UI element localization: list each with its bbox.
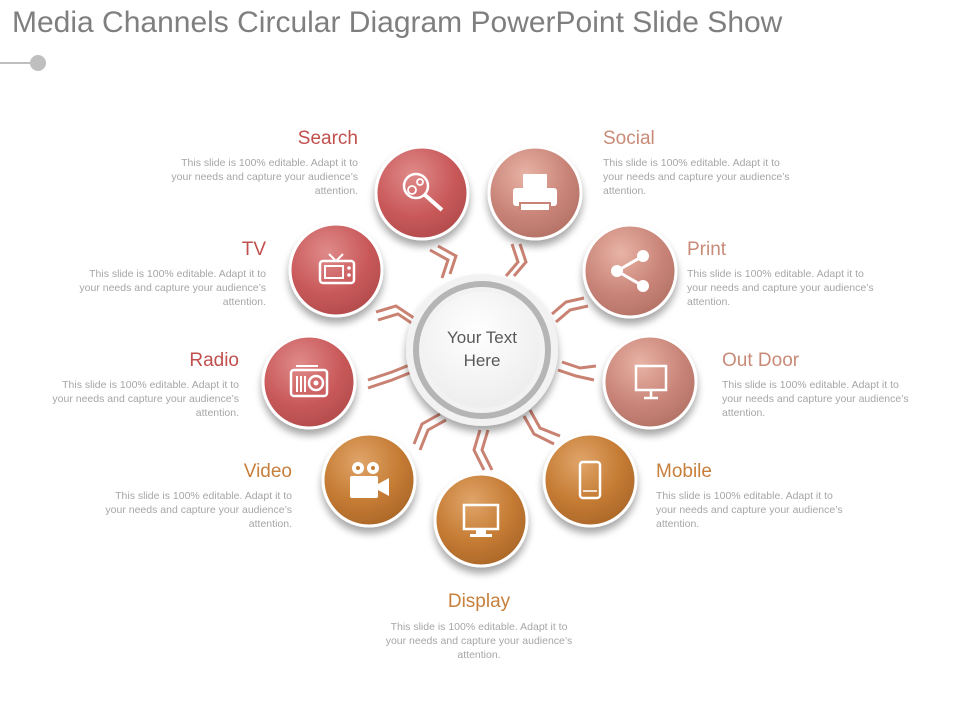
connector-radio xyxy=(367,362,413,390)
camera-icon xyxy=(350,462,389,498)
desc-radio: This slide is 100% editable. Adapt it to… xyxy=(52,379,239,419)
title-decoration xyxy=(0,55,46,71)
label-social: Social xyxy=(603,128,655,149)
connector-tv xyxy=(375,304,417,328)
node-outdoor[interactable] xyxy=(602,334,698,430)
label-print: Print xyxy=(687,239,727,260)
label-mobile: Mobile xyxy=(656,461,712,482)
label-search: Search xyxy=(297,128,358,149)
label-video: Video xyxy=(243,461,292,482)
monitor-icon xyxy=(634,364,668,400)
node-mobile[interactable] xyxy=(542,432,638,528)
share-icon xyxy=(611,250,649,292)
search-icon xyxy=(402,172,444,212)
printer-icon xyxy=(513,174,557,210)
desc-social: This slide is 100% editable. Adapt it to… xyxy=(603,157,790,197)
label-radio: Radio xyxy=(189,350,239,371)
connector-search xyxy=(429,244,458,279)
node-display[interactable] xyxy=(433,472,529,568)
desc-display: This slide is 100% editable. Adapt it to… xyxy=(385,621,573,661)
connector-social xyxy=(504,243,528,277)
connector-print xyxy=(551,296,589,324)
desc-mobile: This slide is 100% editable. Adapt it to… xyxy=(656,490,843,530)
node-social[interactable] xyxy=(487,145,583,241)
connector-group xyxy=(367,243,597,471)
desc-video: This slide is 100% editable. Adapt it to… xyxy=(105,490,292,530)
radio-icon xyxy=(289,365,329,398)
center-hub xyxy=(406,274,558,426)
node-print[interactable] xyxy=(582,223,678,319)
desc-outdoor: This slide is 100% editable. Adapt it to… xyxy=(722,379,909,419)
node-video[interactable] xyxy=(321,432,417,528)
desc-print: This slide is 100% editable. Adapt it to… xyxy=(687,268,874,308)
desc-tv: This slide is 100% editable. Adapt it to… xyxy=(79,268,266,308)
center-text: Your Text Here xyxy=(447,328,517,370)
connector-outdoor xyxy=(557,360,597,382)
label-display: Display xyxy=(447,591,511,612)
label-tv: TV xyxy=(241,239,266,260)
node-tv[interactable] xyxy=(288,222,384,318)
connector-mobile xyxy=(522,409,561,446)
label-outdoor: Out Door xyxy=(722,350,800,371)
node-radio[interactable] xyxy=(261,334,357,430)
connector-video xyxy=(412,412,447,451)
connector-display xyxy=(472,429,494,471)
desktop-icon xyxy=(462,503,500,537)
phone-icon xyxy=(578,460,602,500)
desc-search: This slide is 100% editable. Adapt it to… xyxy=(171,157,358,197)
slide-title: Media Channels Circular Diagram PowerPoi… xyxy=(12,6,783,39)
tv-icon xyxy=(318,253,356,285)
node-search[interactable] xyxy=(374,145,470,241)
